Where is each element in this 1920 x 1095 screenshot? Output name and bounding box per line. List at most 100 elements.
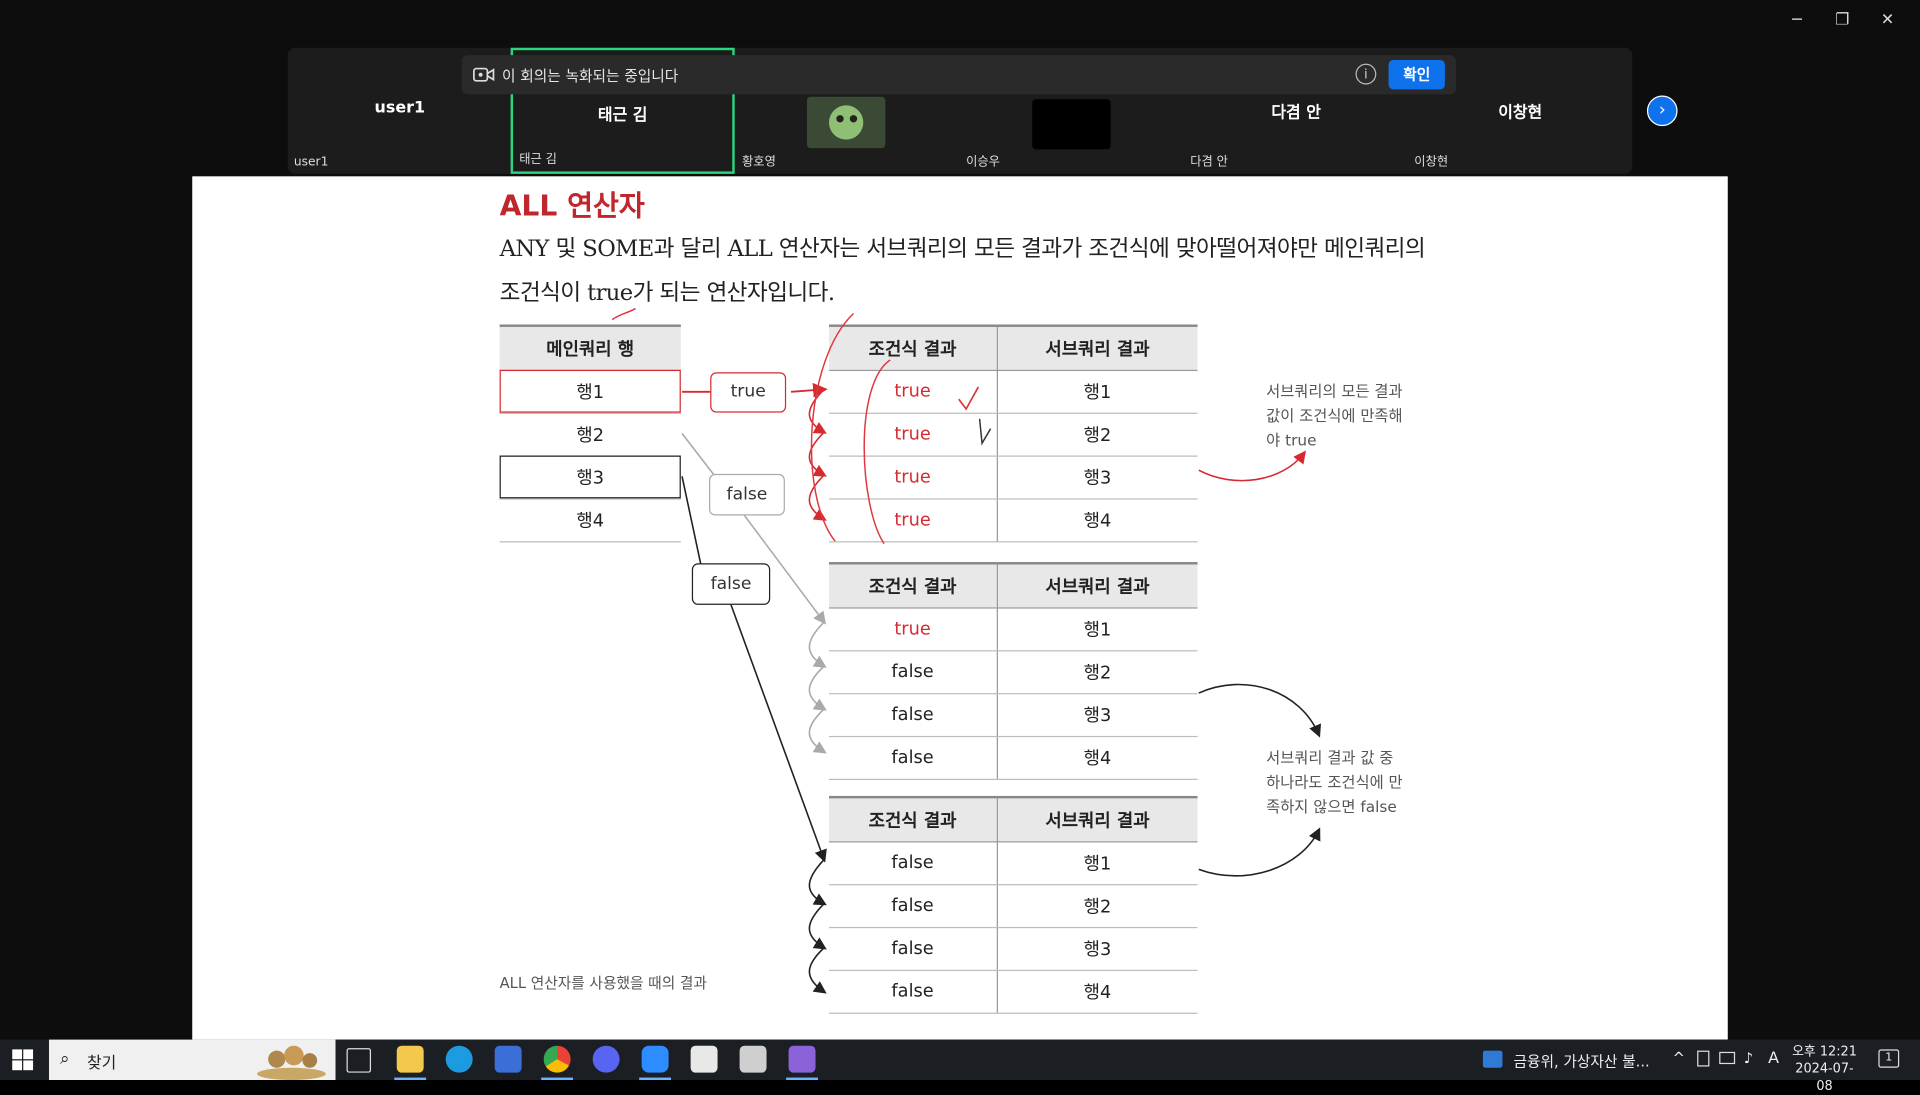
file-explorer-icon[interactable]	[396, 1045, 424, 1073]
search-highlight-icon	[257, 1045, 326, 1081]
avatar	[806, 96, 886, 149]
table-cell: true	[828, 455, 998, 499]
date: 2024-07-08	[1795, 1061, 1854, 1094]
participant-tile-1[interactable]: user1 user1	[288, 48, 512, 174]
chevron-up-icon[interactable]: ^	[1672, 1049, 1685, 1067]
app-icon[interactable]	[690, 1045, 718, 1073]
table-cell: false	[828, 735, 998, 780]
windows-start-icon[interactable]	[12, 1049, 34, 1071]
main-header: 메인쿼리 행	[499, 324, 681, 371]
table-cell: false	[828, 969, 998, 1014]
pill-true: true	[710, 372, 787, 413]
table-cell: 행2	[996, 650, 1198, 694]
participant-tile-2[interactable]: 태근 김 태근 김	[510, 47, 735, 174]
pill-false-black: false	[691, 563, 771, 605]
diagram-arrows	[611, 307, 1321, 994]
table-cell: true	[828, 369, 998, 414]
participant-name-label: user1	[293, 155, 329, 169]
col-header-sub: 서브쿼리 결과	[996, 562, 1198, 608]
shared-slide: ALL 연산자 ANY 및 SOME과 달리 ALL 연산자는 서브쿼리의 모든…	[192, 176, 1728, 1040]
recording-banner: 이 회의는 녹화되는 중입니다 i 확인	[461, 55, 1456, 95]
search-icon: ⌕	[60, 1049, 70, 1069]
participant-tile-6[interactable]: 이창현 이창현	[1408, 48, 1632, 174]
col-header-cond: 조건식 결과	[828, 562, 998, 608]
notification-icon[interactable]: 1	[1878, 1049, 1900, 1068]
camera-record-icon	[473, 67, 495, 82]
task-view-icon[interactable]	[346, 1048, 372, 1073]
side-note-false: 서브쿼리 결과 값 중 하나라도 조건식에 만 족하지 않으면 false	[1266, 748, 1403, 816]
table-cell: 행3	[996, 455, 1198, 499]
col-header-sub: 서브쿼리 결과	[996, 324, 1198, 371]
recording-text: 이 회의는 녹화되는 중입니다	[502, 66, 679, 84]
table-cell: false	[828, 650, 998, 694]
table-cell: 행4	[996, 498, 1198, 542]
main-query-table: 메인쿼리 행 행1 행2 행3 행4	[499, 324, 681, 542]
participant-name-label: 이승우	[966, 155, 1000, 169]
table-cell: 행1	[996, 607, 1198, 651]
slide-paragraph: ANY 및 SOME과 달리 ALL 연산자는 서브쿼리의 모든 결과가 조건식…	[499, 236, 1426, 307]
chrome-icon[interactable]	[543, 1045, 571, 1073]
participant-tile-5[interactable]: 다겸 안 다겸 안	[1184, 48, 1408, 174]
restore-icon[interactable]: ❐	[1835, 10, 1850, 29]
time: 오후 12:21	[1792, 1044, 1857, 1060]
edge-icon[interactable]	[445, 1045, 473, 1073]
network-icon[interactable]	[1719, 1051, 1736, 1065]
table-cell: 행4	[996, 969, 1198, 1014]
ide-icon[interactable]	[788, 1045, 816, 1073]
slide-title: ALL 연산자	[499, 191, 645, 223]
table-cell: false	[828, 841, 998, 885]
active-indicator	[639, 1077, 672, 1081]
table-cell: 행4	[996, 735, 1198, 780]
table-cell: false	[828, 693, 998, 737]
taskbar-search[interactable]: ⌕ 찾기	[48, 1039, 336, 1081]
taskbar: ⌕ 찾기 금융위, 가상자산 불... ^ ♪ A	[0, 1039, 1920, 1093]
table-row: 행3	[499, 455, 681, 499]
active-indicator	[541, 1077, 574, 1081]
active-indicator	[786, 1077, 818, 1081]
side-note-true: 서브쿼리의 모든 결과 값이 조건식에 만족해 야 true	[1266, 382, 1403, 450]
table-cell: true	[828, 607, 998, 651]
info-icon[interactable]: i	[1355, 63, 1377, 85]
participant-center-name: 이창현	[1498, 104, 1543, 123]
confirm-button[interactable]: 확인	[1388, 60, 1445, 90]
table-row: 행2	[499, 412, 681, 457]
participant-center-name: 다겸 안	[1271, 104, 1321, 123]
zoom-icon[interactable]	[641, 1045, 669, 1073]
table-cell: 행3	[996, 926, 1198, 971]
search-label: 찾기	[86, 1054, 117, 1073]
ime-indicator[interactable]: A	[1768, 1049, 1780, 1068]
participant-name-label: 황호영	[742, 155, 776, 169]
table-cell: true	[828, 412, 998, 457]
figure-caption: ALL 연산자를 사용했을 때의 결과	[499, 974, 707, 992]
participant-tile-4[interactable]: 이승우	[960, 48, 1184, 174]
participant-name-label: 태근 김	[519, 153, 557, 167]
table-row: 행1	[499, 369, 681, 414]
battery-icon[interactable]	[1697, 1050, 1710, 1067]
col-header-cond: 조건식 결과	[828, 795, 998, 842]
table-cell: true	[828, 498, 998, 542]
news-icon	[1482, 1050, 1503, 1068]
avatar	[1032, 99, 1111, 150]
close-icon[interactable]: ✕	[1880, 10, 1895, 29]
participant-name-label: 다겸 안	[1190, 155, 1228, 169]
table-cell: false	[828, 926, 998, 971]
table-cell: 행2	[996, 412, 1198, 457]
system-tray: 금융위, 가상자산 불... ^ ♪ A 오후 12:21 2024-07-08…	[1479, 1040, 1920, 1093]
volume-icon[interactable]: ♪	[1743, 1049, 1754, 1067]
minimize-icon[interactable]: ─	[1792, 10, 1802, 29]
col-header-cond: 조건식 결과	[828, 324, 998, 371]
news-ticker[interactable]: 금융위, 가상자산 불...	[1513, 1053, 1650, 1071]
discord-icon[interactable]	[592, 1045, 620, 1073]
participant-tile-3[interactable]: 황호영	[736, 48, 960, 174]
next-page-button[interactable]: ›	[1646, 95, 1678, 127]
store-icon[interactable]	[494, 1045, 522, 1073]
table-cell: 행1	[996, 841, 1198, 885]
participant-name-label: 이창현	[1414, 155, 1449, 169]
table-cell: 행2	[996, 884, 1198, 928]
clock[interactable]: 오후 12:21 2024-07-08	[1788, 1043, 1861, 1094]
notepad-icon[interactable]	[739, 1045, 767, 1073]
table-row: 행4	[499, 498, 681, 542]
